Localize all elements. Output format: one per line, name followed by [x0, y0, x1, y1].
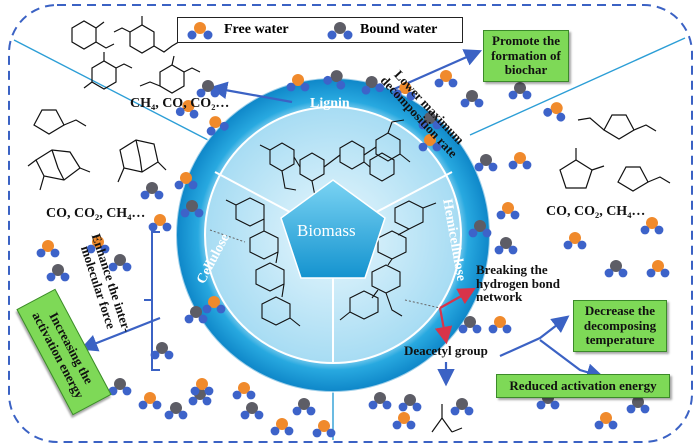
free-water-molecule [392, 82, 416, 101]
bound-water-molecule [604, 260, 628, 278]
water-molecules [36, 70, 670, 438]
biochar-line-1: Promote the [492, 32, 560, 48]
cellulose-structure-drawing [225, 197, 301, 327]
free-water-molecule [594, 412, 618, 430]
free-water-molecule [563, 232, 587, 250]
decrease-temp-line-3: temperature [585, 332, 655, 348]
biochar-line-2: formation of [491, 47, 561, 63]
free-water-legend-icon [187, 22, 213, 40]
bound-water-molecule [418, 112, 442, 130]
bound-water-molecule [292, 398, 316, 416]
biomass-title: Biomass [297, 221, 356, 240]
breaking-hbond-line-1: Breaking the [476, 262, 548, 277]
biochar-line-3: biochar [504, 62, 548, 78]
biomass-pentagon [280, 179, 386, 279]
bound-water-molecule [508, 82, 532, 100]
bound-water-molecule [361, 76, 385, 95]
reduced-activation-label: Reduced activation energy [509, 377, 657, 393]
bound-water-molecule [468, 220, 492, 238]
breaking-hbond-text: Breaking the hydrogen bond network [476, 263, 560, 304]
legend-bound-water-label: Bound water [360, 22, 438, 37]
free-water-molecule [148, 214, 172, 232]
breaking-hbond-line-2: hydrogen bond [476, 275, 560, 291]
legend: Free water Bound water [177, 17, 463, 43]
free-water-molecule [434, 70, 458, 88]
deacetyl-text: Deacetyl group [404, 343, 488, 358]
free-water-molecule [392, 412, 416, 430]
bound-water-molecule [474, 154, 498, 172]
hemicellulose-structure-drawing [339, 200, 437, 321]
bound-water-molecule [240, 402, 264, 420]
bound-water-molecule [323, 70, 346, 90]
free-water-molecule [488, 316, 512, 334]
free-water-molecule [232, 382, 256, 400]
free-water-molecule [312, 420, 336, 438]
bound-water-molecule [140, 182, 164, 200]
bound-water-molecule [626, 396, 650, 414]
bound-water-molecule [46, 264, 70, 282]
bound-water-molecule [150, 342, 174, 360]
hemicellulose-products: CO, CO₂, CH₄… [546, 204, 646, 219]
lignin-label: Lignin [310, 96, 350, 111]
free-water-molecule [206, 116, 229, 136]
free-water-molecule [202, 296, 226, 314]
biochar-box: Promote the formation of biochar [483, 30, 569, 82]
bound-water-legend-icon [327, 22, 353, 40]
decrease-temp-line-1: Decrease the [584, 302, 656, 318]
bound-water-molecule [458, 316, 482, 334]
free-water-molecule [86, 236, 110, 254]
bound-water-molecule [368, 392, 392, 410]
free-water-molecule [543, 102, 566, 122]
decrease-temp-line-2: decomposing [583, 317, 657, 333]
free-water-molecule [508, 152, 532, 170]
free-water-molecule [286, 74, 310, 92]
bound-water-molecule [494, 237, 518, 255]
dashed-border [8, 4, 693, 443]
bound-water-molecule [108, 378, 132, 396]
bound-water-molecule [450, 398, 474, 416]
free-water-molecule [190, 378, 214, 396]
bound-water-molecule [196, 80, 220, 98]
product-molecule-drawings [27, 16, 671, 433]
free-water-molecule [36, 240, 60, 258]
bound-water-molecule [108, 254, 132, 272]
free-water-molecule [496, 202, 520, 220]
free-water-molecule [646, 260, 670, 278]
free-water-molecule [138, 392, 162, 410]
bound-water-molecule [180, 200, 204, 218]
breaking-hbond-line-3: network [476, 289, 523, 305]
lignin-structure-drawing [259, 119, 411, 199]
reduced-activation-box: Reduced activation energy [496, 374, 670, 398]
cellulose-products: CO, CO₂, CH₄… [46, 206, 146, 221]
bound-water-molecule [184, 306, 208, 324]
decrease-temp-box: Decrease the decomposing temperature [573, 300, 667, 352]
free-water-molecule [270, 418, 294, 436]
legend-free-water-label: Free water [224, 22, 289, 37]
bound-water-molecule [398, 394, 422, 412]
free-water-molecule [175, 100, 199, 119]
red-arrows [434, 287, 476, 345]
free-water-molecule [640, 217, 664, 235]
free-water-molecule [418, 134, 442, 152]
free-water-molecule [174, 172, 198, 190]
bound-water-molecule [164, 402, 188, 420]
lignin-products: CH₄, CO, CO₂… [130, 96, 230, 111]
bound-water-molecule [460, 90, 484, 108]
